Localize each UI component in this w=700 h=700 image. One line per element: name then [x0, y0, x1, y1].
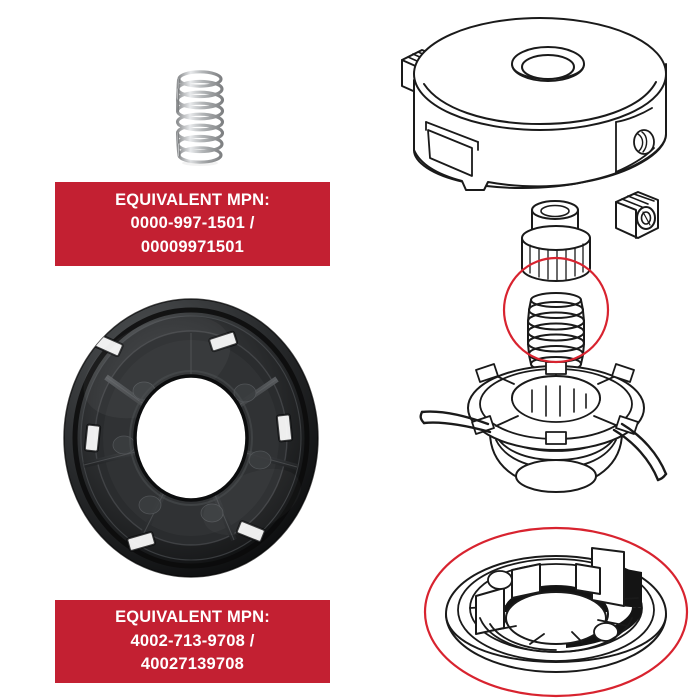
mpn-banner-number-plain: 00009971501: [140, 237, 245, 256]
housing-cap-art: [413, 17, 667, 191]
mpn-banner-heading: EQUIVALENT MPN:: [115, 608, 270, 627]
mpn-banner-number-dashed: 0000-997-1501 /: [130, 214, 255, 233]
mpn-banner-number-plain: 40027139708: [140, 655, 245, 674]
coil-spring-photo: [155, 62, 245, 180]
bushing-adapter-art: [521, 200, 591, 282]
spool-base-highlight-ellipse: [423, 526, 689, 698]
line-spool-art: [419, 361, 668, 493]
mpn-banner-heading: EQUIVALENT MPN:: [115, 190, 270, 209]
line-eyelet-right-art: [615, 191, 659, 239]
spring-highlight-circle: [502, 256, 610, 364]
mpn-banner-number-dashed: 4002-713-9708 /: [130, 631, 255, 650]
equivalent-mpn-banner-bottom: EQUIVALENT MPN: 4002-713-9708 / 40027139…: [55, 600, 330, 683]
spool-base-photo: [62, 297, 320, 579]
spool-base-housing-art: [445, 547, 667, 673]
equivalent-mpn-banner-top: EQUIVALENT MPN: 0000-997-1501 / 00009971…: [55, 182, 330, 266]
exploded-trimmer-head-diagram: [380, 12, 700, 700]
